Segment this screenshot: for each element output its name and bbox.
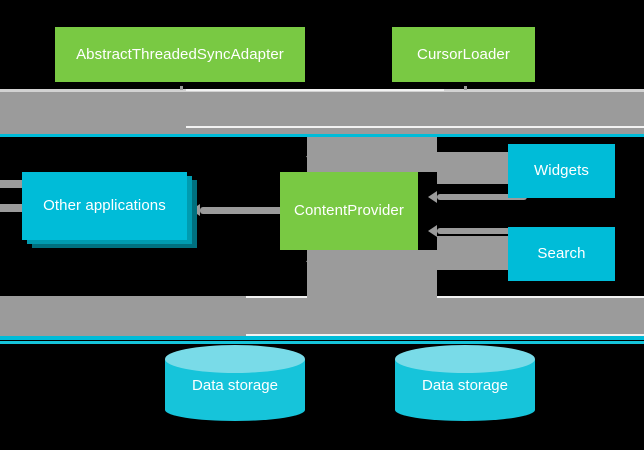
- seam-cyan-upper: [0, 134, 644, 137]
- band-upper-highlight-c: [444, 126, 644, 128]
- band-upper-highlight-b: [186, 126, 444, 128]
- node-label: Data storage: [192, 377, 278, 394]
- arrow-cursorloader-stem: [464, 86, 467, 90]
- cylinder-top-ellipse: [395, 345, 535, 373]
- node-label: Widgets: [534, 162, 589, 180]
- arrow-into-provider-bottom-head: [306, 253, 318, 262]
- arrow-into-provider-bottom-line: [318, 256, 458, 262]
- node-label: AbstractThreadedSyncAdapter: [76, 45, 284, 63]
- node-cursorloader[interactable]: CursorLoader: [392, 27, 535, 82]
- arrow-to-otherapps-line: [200, 207, 285, 214]
- band-lower-highlight-b: [246, 334, 446, 336]
- node-label: CursorLoader: [417, 45, 510, 63]
- node-search[interactable]: Search: [508, 227, 615, 281]
- arrow-widgets-head: [428, 191, 437, 203]
- arrow-search-line: [437, 228, 527, 234]
- node-other-applications[interactable]: Other applications: [22, 172, 187, 240]
- node-data-storage-1[interactable]: Data storage: [165, 345, 305, 423]
- band-upper: [0, 92, 644, 128]
- node-label: ContentProvider: [294, 202, 404, 220]
- node-label: Search: [537, 245, 586, 263]
- seam-cyan-lower-2: [0, 341, 644, 344]
- node-label: Other applications: [43, 197, 166, 215]
- arrow-into-provider-top-line: [318, 158, 458, 164]
- seam-cyan-lower: [0, 336, 644, 340]
- cylinder-top-ellipse: [165, 345, 305, 373]
- band-lower: [0, 296, 644, 336]
- node-contentprovider[interactable]: ContentProvider: [280, 172, 418, 250]
- band-lower-highlight-c: [446, 296, 644, 298]
- arrow-syncadapter-stem: [180, 86, 183, 90]
- strip-left-a: [0, 180, 22, 188]
- node-abstractthreadedsyncadapter[interactable]: AbstractThreadedSyncAdapter: [55, 27, 305, 82]
- arrow-search-head: [428, 225, 437, 237]
- strip-left-b: [0, 204, 22, 212]
- band-lower-highlight-d: [446, 334, 644, 336]
- node-label: Data storage: [422, 377, 508, 394]
- arrow-into-provider-top-head: [306, 156, 318, 165]
- arrow-widgets-line: [437, 194, 527, 200]
- band-upper-highlight-a: [186, 89, 444, 91]
- node-data-storage-2[interactable]: Data storage: [395, 345, 535, 423]
- node-widgets[interactable]: Widgets: [508, 144, 615, 198]
